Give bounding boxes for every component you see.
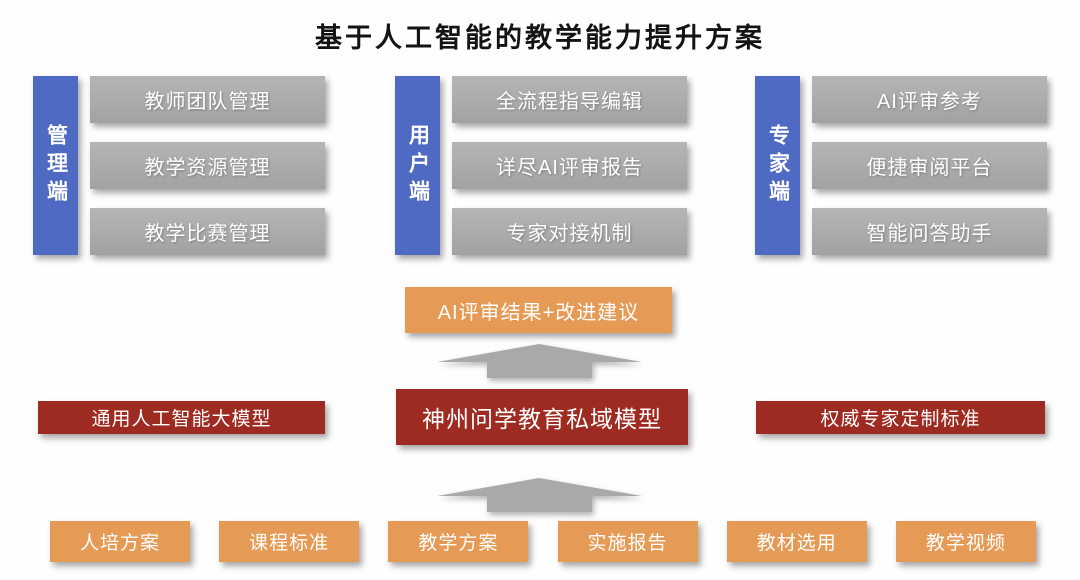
column-admin-stack: 教师团队管理 教学资源管理 教学比赛管理 (90, 76, 325, 255)
column-label-expert: 专家端 (755, 76, 800, 255)
page-title: 基于人工智能的教学能力提升方案 (315, 23, 765, 53)
up-arrow-icon (437, 344, 642, 378)
feature-box: 智能问答助手 (812, 208, 1047, 255)
feature-box: 教学资源管理 (90, 142, 325, 189)
input-doc-box: 人培方案 (50, 521, 190, 562)
column-expert: 专家端 AI评审参考 便捷审阅平台 智能问答助手 (755, 76, 1047, 255)
feature-box: 详尽AI评审报告 (452, 142, 687, 189)
column-user-stack: 全流程指导编辑 详尽AI评审报告 专家对接机制 (452, 76, 687, 255)
feature-box: 教学比赛管理 (90, 208, 325, 255)
column-label-user: 用户端 (395, 76, 440, 255)
up-arrow-icon (437, 478, 642, 512)
column-user: 用户端 全流程指导编辑 详尽AI评审报告 专家对接机制 (395, 76, 687, 255)
column-expert-stack: AI评审参考 便捷审阅平台 智能问答助手 (812, 76, 1047, 255)
ai-result-box: AI评审结果+改进建议 (405, 287, 672, 333)
input-doc-box: 教学方案 (388, 521, 529, 562)
input-doc-box: 课程标准 (219, 521, 360, 562)
input-doc-box: 教学视频 (895, 521, 1036, 562)
model-box-general: 通用人工智能大模型 (38, 401, 325, 434)
model-box-core: 神州问学教育私域模型 (396, 389, 688, 445)
column-admin: 管理端 教师团队管理 教学资源管理 教学比赛管理 (33, 76, 325, 255)
input-doc-box: 教材选用 (726, 521, 867, 562)
column-label-admin: 管理端 (33, 76, 78, 255)
model-box-expert-standard: 权威专家定制标准 (756, 401, 1045, 434)
feature-box: 专家对接机制 (452, 208, 687, 255)
input-row: 人培方案 课程标准 教学方案 实施报告 教材选用 教学视频 (50, 521, 1036, 562)
input-doc-box: 实施报告 (557, 521, 698, 562)
feature-box: AI评审参考 (812, 76, 1047, 123)
feature-box: 全流程指导编辑 (452, 76, 687, 123)
feature-box: 便捷审阅平台 (812, 142, 1047, 189)
feature-box: 教师团队管理 (90, 76, 325, 123)
